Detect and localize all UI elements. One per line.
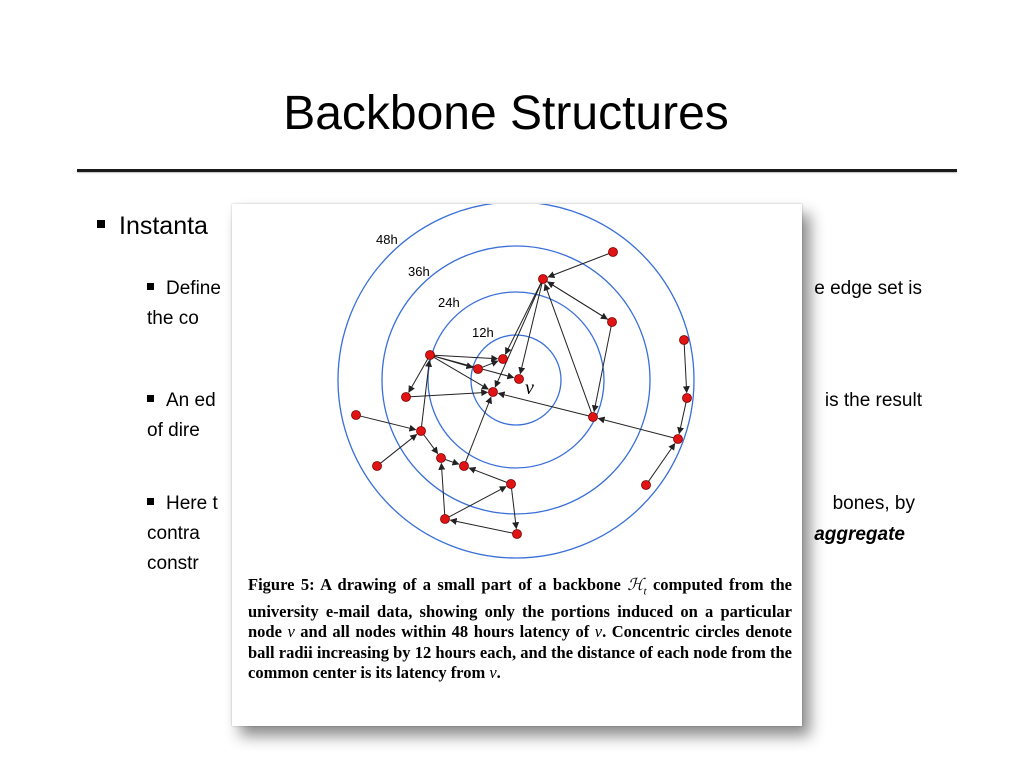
sub-bullet-3-line3: constr: [147, 553, 199, 574]
node-i: [401, 392, 411, 402]
caption-math-t: t: [643, 585, 647, 598]
edge-k-l: [360, 415, 417, 432]
bullet-square-icon: [147, 283, 154, 291]
node-u: [682, 393, 692, 403]
caption-math-v1: v: [287, 622, 295, 642]
node-h: [488, 387, 498, 397]
sub-bullet-1-line1: Define: [166, 278, 221, 299]
edge-b-h: [494, 282, 542, 388]
edge-w-u: [682, 344, 690, 394]
node-g: [514, 374, 524, 384]
edge-d-i: [408, 358, 429, 393]
sub-bullet-1-right: e edge set is: [814, 278, 922, 299]
node-n: [372, 461, 382, 471]
node-c: [607, 317, 617, 327]
node-t: [641, 480, 651, 490]
edge-r-q: [449, 517, 513, 534]
ring-12h: [470, 334, 562, 426]
node-r: [512, 529, 522, 539]
sub-bullet-3-right-2: aggregate: [814, 524, 905, 545]
nodes: [351, 247, 692, 539]
bullet-square-icon: [97, 220, 105, 229]
node-l: [416, 426, 426, 436]
node-k: [351, 410, 361, 420]
caption-text-4: . Concentric circles denote ball radii i…: [248, 622, 792, 683]
edge-j-b: [543, 283, 592, 413]
slide-title: Backbone Structures: [283, 87, 729, 140]
ring-label-36h: 36h: [408, 264, 430, 279]
sub-bullet-2-line1: An ed: [166, 390, 216, 411]
edge-n-l: [380, 433, 418, 464]
edge-f-e: [481, 360, 499, 368]
caption-text-2: computed from the university e-mail data…: [248, 575, 792, 642]
edge-l-d: [421, 359, 433, 427]
edge-d-h: [433, 356, 489, 390]
figure-caption: Figure 5: A drawing of a small part of a…: [248, 575, 792, 684]
caption-math-H: ℋ: [627, 575, 644, 594]
ring-label-48h: 48h: [376, 232, 398, 247]
caption-text-1: Figure 5: A drawing of a small part of a…: [248, 575, 628, 594]
sub-bullet-2-line2: of dire: [147, 420, 200, 441]
ring-36h: [381, 245, 651, 515]
sub-bullet-1: Define the co: [147, 274, 937, 334]
ring-48h: [337, 204, 695, 559]
edge-d-e: [434, 354, 499, 362]
figure-image: 48h 36h 24h 12h v Figure 5: A drawing of…: [232, 204, 802, 726]
node-q: [440, 514, 450, 524]
edge-p-r: [511, 488, 520, 530]
center-node-label: v: [525, 377, 534, 399]
edge-q-m: [438, 462, 446, 515]
caption-text-3: and all nodes within 48 hours latency of: [294, 622, 595, 642]
node-b: [538, 274, 548, 284]
bullet-level1: Instanta: [97, 210, 208, 242]
edge-j-h: [497, 391, 589, 417]
edge-o-h: [465, 396, 492, 462]
edge-m-o: [445, 458, 460, 466]
edge-q-p: [448, 486, 507, 518]
sub-bullet-3-line2: contra: [147, 523, 200, 544]
sub-bullet-2: An ed of dire: [147, 386, 937, 446]
bullet-text: Instanta: [119, 212, 208, 240]
caption-math-v3: v: [489, 663, 497, 683]
edge-i-h: [410, 389, 489, 398]
edges: [360, 253, 690, 534]
bullet-square-icon: [147, 498, 154, 506]
edge-s-j: [597, 416, 674, 439]
node-f: [473, 364, 483, 374]
edge-t-s: [648, 442, 676, 482]
edge-c-j: [591, 326, 612, 413]
backbone-diagram: 48h 36h 24h 12h v: [337, 204, 695, 559]
edge-p-o: [468, 466, 507, 483]
node-a: [608, 247, 618, 257]
caption-text-5: .: [496, 663, 501, 683]
edge-l-m: [423, 434, 439, 455]
edge-a-b: [547, 253, 609, 279]
sub-bullet-1-line2: the co: [147, 308, 199, 329]
title-divider: [77, 169, 957, 172]
edge-b-g: [518, 283, 543, 375]
edge-u-s: [677, 402, 687, 435]
sub-bullet-3-right-1: bones, by: [832, 493, 915, 514]
node-d: [425, 350, 435, 360]
ring-label-24h: 24h: [438, 295, 460, 310]
sub-bullet-3: Here t contra constr: [147, 489, 937, 579]
bullet-square-icon: [147, 395, 154, 403]
node-e: [498, 354, 508, 364]
edge-c-b: [547, 281, 609, 321]
caption-math-v2: v: [594, 622, 603, 642]
node-o: [459, 461, 469, 471]
sub-bullet-3-line1: Here t: [166, 493, 218, 514]
node-w: [679, 335, 689, 345]
concentric-rings: [337, 204, 695, 559]
ring-label-12h: 12h: [472, 325, 494, 340]
edge-b-e: [505, 282, 542, 355]
sub-bullet-2-right: is the result: [824, 390, 922, 411]
ring-24h: [427, 291, 605, 469]
node-p: [506, 479, 516, 489]
node-s: [673, 434, 683, 444]
node-j: [588, 412, 598, 422]
node-m: [436, 453, 446, 463]
